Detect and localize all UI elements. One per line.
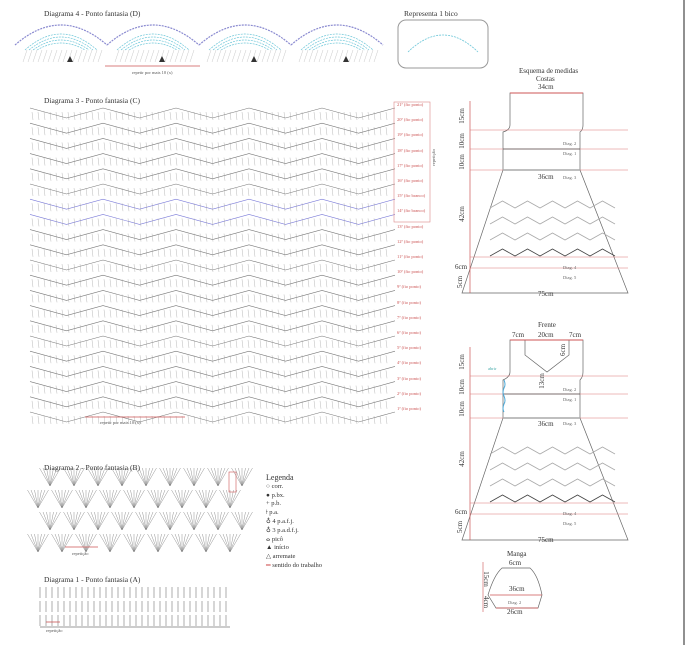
legend: Legenda ○ corr. ● p.bx. + p.b. ⟊ p.a. ♁ … [266, 473, 323, 571]
manga-top: 6cm [509, 559, 522, 567]
row-label: 14ª (fio branco) [397, 208, 426, 214]
diagram4-repeat: repetir por mais 10 (x) [132, 70, 173, 75]
frente-title: Frente [538, 321, 556, 329]
row-label: 12ª (fio ponto) [397, 238, 424, 244]
row-label: 16ª (fio ponto) [397, 178, 424, 183]
costas-h5: 6cm [455, 263, 468, 271]
diagram3-side: repetição [430, 149, 436, 166]
frente-diag5: Diag. 5 [563, 521, 577, 526]
frente-h2: 10cm [457, 379, 466, 395]
manga-h2: 4cm [482, 595, 491, 609]
legend-item: △ arremate [266, 553, 296, 561]
frente-h4: 42cm [457, 451, 466, 467]
row-label: 15ª (fio branco) [397, 193, 426, 199]
costas-diag4: Diag. 4 [563, 265, 577, 270]
row-label: 6ª (fio ponto) [397, 330, 421, 335]
frente-diag4: Diag. 4 [563, 511, 577, 516]
diagram2-repeat: repetição [72, 551, 89, 556]
legend-item: ▲ início [266, 544, 289, 552]
costas-top: 34cm [538, 83, 554, 91]
costas-diag5: Diag. 5 [563, 275, 577, 280]
legend-item: ○ corr. [266, 482, 284, 490]
frente-h5: 6cm [455, 508, 468, 516]
manga-title: Manga [507, 550, 527, 558]
legend-item: ═ sentido do trabalho [266, 561, 323, 569]
row-label: 1ª (fio ponto) [397, 406, 421, 411]
frente-diag2: Diag. 2 [563, 387, 577, 392]
row-label: 18ª (fio ponto) [397, 147, 424, 153]
diagram4-title: Diagrama 4 - Ponto fantasia (D) [44, 9, 141, 18]
row-label: 7ª (fio ponto) [397, 314, 421, 320]
costas-h1: 15cm [457, 108, 466, 124]
row-label: 21ª (fio ponto) [397, 102, 424, 107]
row-label: 2ª (fio ponto) [397, 390, 421, 396]
frente-center: 20cm [538, 331, 554, 339]
diagram1-repeat: repetição [46, 628, 63, 633]
frente-h3: 10cm [457, 401, 466, 417]
frente-diag1: Diag. 1 [563, 397, 577, 402]
costas-diag3: Diag. 3 [563, 175, 577, 180]
row-label: 10ª (fio ponto) [397, 269, 424, 275]
row-label: 20ª (fio ponto) [397, 117, 424, 123]
bico-title: Representa 1 bico [404, 9, 458, 18]
row-label: 8ª (fio ponto) [397, 299, 421, 305]
frente-left: 7cm [512, 331, 525, 339]
costas-h3: 10cm [457, 154, 466, 170]
costas-subtitle: Costas [536, 75, 555, 83]
legend-item: ⟊ p.a. [266, 509, 279, 517]
frente-h1: 15cm [457, 354, 466, 370]
frente-waist: 36cm [538, 420, 554, 428]
diagram2-title: Diagrama 2 - Ponto fantasia (B) [44, 463, 141, 472]
frente-diag3: Diag. 3 [563, 421, 577, 426]
frente-right: 7cm [569, 331, 582, 339]
legend-item: ⴰ picô [266, 535, 284, 543]
costas-bottom: 75cm [538, 290, 554, 298]
legend-item: + p.b. [266, 500, 282, 508]
frente-neck2: 13cm [537, 373, 546, 389]
costas-h4: 42cm [457, 206, 466, 222]
row-label: 4ª (fio ponto) [397, 360, 421, 366]
legend-item: ♁ 4 p.a.f.j. [266, 517, 294, 525]
costas-h2: 10cm [457, 133, 466, 149]
legend-item: ♁ 3 p.a.d.f.j. [266, 526, 299, 534]
row-label: 11ª (fio ponto) [397, 254, 424, 259]
row-label: 13ª (fio ponto) [397, 223, 424, 229]
row-label: 17ª (fio ponto) [397, 162, 424, 168]
frente-bottom: 75cm [538, 536, 554, 544]
costas-diag2: Diag. 2 [563, 141, 577, 146]
diagram1-title: Diagrama 1 - Ponto fantasia (A) [44, 575, 141, 584]
manga-bottom: 26cm [507, 608, 523, 616]
frente-h6: 5cm [456, 520, 465, 534]
costas-h6: 5cm [456, 275, 465, 289]
manga-h1: 15cm [481, 571, 490, 587]
frente-abrir: abrir [488, 366, 497, 371]
row-label: 9ª (fio ponto) [397, 284, 421, 290]
legend-title: Legenda [266, 473, 294, 482]
diagram3-repeat: repetir por mais 10 (x) [100, 420, 141, 425]
row-label: 3ª (fio ponto) [397, 375, 421, 381]
legend-item: ● p.bx. [266, 491, 285, 499]
diagram3-title: Diagrama 3 - Ponto fantasia (C) [44, 96, 141, 105]
costas-diag1: Diag. 1 [563, 151, 577, 156]
costas-waist: 36cm [538, 173, 554, 181]
costas-title: Esquema de medidas [519, 67, 579, 75]
row-label: 5ª (fio ponto) [397, 345, 421, 351]
manga-diag2: Diag. 2 [508, 600, 522, 605]
manga-mid: 36cm [509, 585, 525, 593]
row-label: 19ª (fio ponto) [397, 132, 424, 138]
frente-neck: 6cm [559, 343, 568, 357]
